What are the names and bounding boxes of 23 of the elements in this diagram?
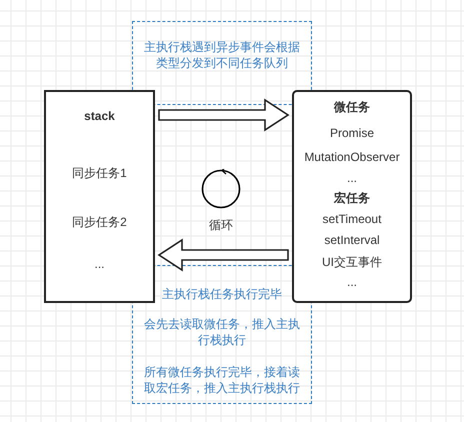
block-arrow: [158, 98, 290, 132]
note-text: 主执行栈任务执行完毕: [161, 286, 283, 302]
task-text: Promise: [328, 125, 375, 141]
task-text: 微任务: [332, 99, 371, 115]
task-text: 宏任务: [332, 190, 371, 206]
task-text: ...: [93, 256, 106, 272]
task-text: 同步任务2: [71, 214, 128, 230]
block-arrow: [158, 238, 289, 272]
task-text: ...: [346, 274, 358, 290]
note-text: 主执行栈遇到异步事件会根据类型分发到不同任务队列: [143, 39, 301, 71]
task-text: setTimeout: [322, 211, 382, 227]
task-text: setInterval: [323, 232, 381, 248]
task-text: 同步任务1: [71, 165, 128, 181]
process-box: [292, 90, 412, 303]
process-box: [44, 90, 155, 303]
task-text: ...: [346, 170, 358, 186]
loop-icon: [201, 169, 241, 209]
task-text: UI交互事件: [321, 254, 383, 270]
task-text: MutationObserver: [303, 149, 401, 165]
task-text: stack: [83, 108, 116, 124]
note-text: 所有微任务执行完毕，接着读取宏任务，推入主执行栈执行: [143, 364, 301, 396]
loop-label: 循环: [208, 217, 234, 234]
note-text: 会先去读取微任务，推入主执行栈执行: [143, 316, 301, 348]
